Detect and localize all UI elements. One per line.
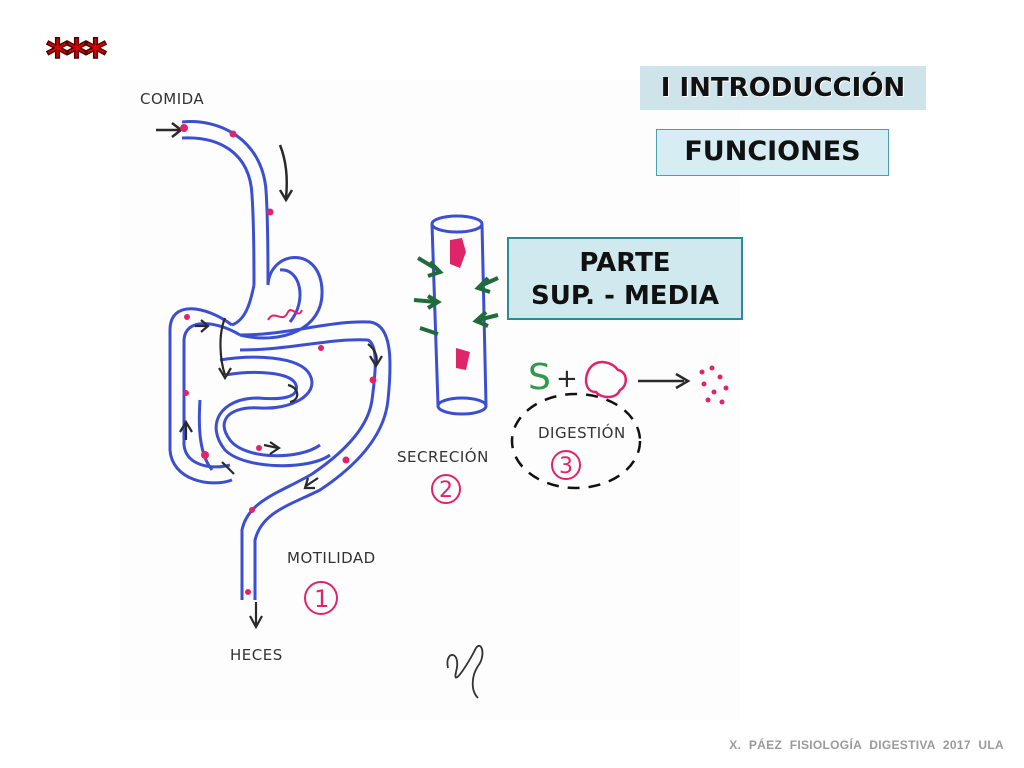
digestion-arrow (638, 372, 691, 390)
importance-stars: *** (45, 30, 108, 81)
digestion-number: 3 (559, 454, 573, 479)
author-signature (446, 645, 484, 699)
motility-arrows (179, 317, 383, 630)
secrecion-number-circle (431, 474, 461, 504)
enzyme-icon (584, 360, 627, 399)
plus-sign: + (556, 364, 578, 394)
tube-food (450, 238, 470, 370)
section-title: I INTRODUCCIÓN (660, 73, 906, 103)
food-particles (180, 124, 377, 595)
stomach-food (267, 309, 303, 321)
motilidad-label: MOTILIDAD (287, 549, 376, 567)
part-line1: PARTE (579, 248, 671, 278)
footer-credit: X. PÁEZ FISIOLOGÍA DIGESTIVA 2017 ULA (729, 738, 1004, 752)
small-intestine (197, 355, 331, 471)
digestion-number-circle (551, 450, 581, 480)
secrecion-label: SECRECIÓN (397, 447, 489, 466)
digested-particles (699, 365, 729, 405)
section-title-box: I INTRODUCCIÓN (640, 66, 926, 110)
esophagus (181, 120, 270, 286)
functions-label: FUNCIONES (684, 136, 861, 167)
functions-box: FUNCIONES (656, 129, 889, 176)
motilidad-number: 1 (314, 585, 329, 613)
drawing-backdrop (120, 80, 740, 720)
substrate-label: S (528, 357, 551, 398)
stomach (231, 256, 324, 340)
digestion-label: DIGESTIÓN (538, 423, 626, 442)
motilidad-number-circle (304, 581, 338, 615)
digestion-highlight-circle (510, 392, 642, 490)
part-box: PARTE SUP. - MEDIA (507, 237, 743, 320)
heces-label: HECES (230, 646, 283, 664)
part-line2: SUP. - MEDIA (531, 281, 719, 311)
esophagus-flow-arrow (278, 144, 294, 203)
secretion-arrows (413, 256, 499, 336)
secrecion-number: 2 (439, 478, 453, 503)
comida-label: COMIDA (140, 90, 204, 108)
